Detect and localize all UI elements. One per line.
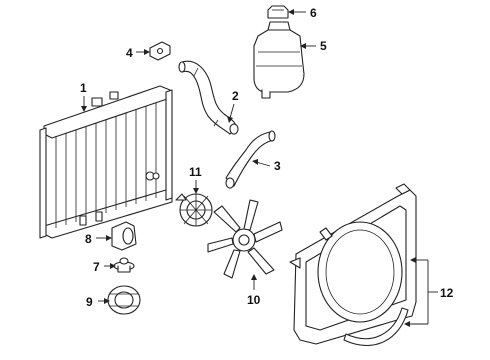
callout-9: 9 xyxy=(86,295,93,309)
thermostat xyxy=(113,257,135,273)
callout-3: 3 xyxy=(274,159,281,173)
callout-1: 1 xyxy=(80,81,87,95)
callout-7: 7 xyxy=(93,260,100,274)
radiator xyxy=(39,85,173,239)
callout-5: 5 xyxy=(320,39,327,53)
thermostat-housing xyxy=(111,221,137,251)
leader-lines xyxy=(81,9,438,327)
reservoir-cap xyxy=(267,5,289,19)
callout-6: 6 xyxy=(310,6,317,20)
water-pump xyxy=(175,193,213,227)
water-outlet xyxy=(149,41,171,61)
callout-2: 2 xyxy=(232,89,239,103)
callout-8: 8 xyxy=(85,232,92,246)
cooling-fan xyxy=(207,199,283,279)
fan-shroud xyxy=(289,183,417,346)
callout-10: 10 xyxy=(247,293,261,307)
coolant-reservoir xyxy=(253,21,305,99)
callout-4: 4 xyxy=(126,46,133,60)
fan-clutch xyxy=(107,285,141,315)
lower-radiator-hose xyxy=(225,130,276,189)
callout-12: 12 xyxy=(440,286,454,300)
callout-labels: 1 2 3 4 5 6 7 8 9 10 11 12 xyxy=(80,6,454,309)
callout-11: 11 xyxy=(189,165,202,179)
upper-radiator-hose xyxy=(178,60,239,135)
